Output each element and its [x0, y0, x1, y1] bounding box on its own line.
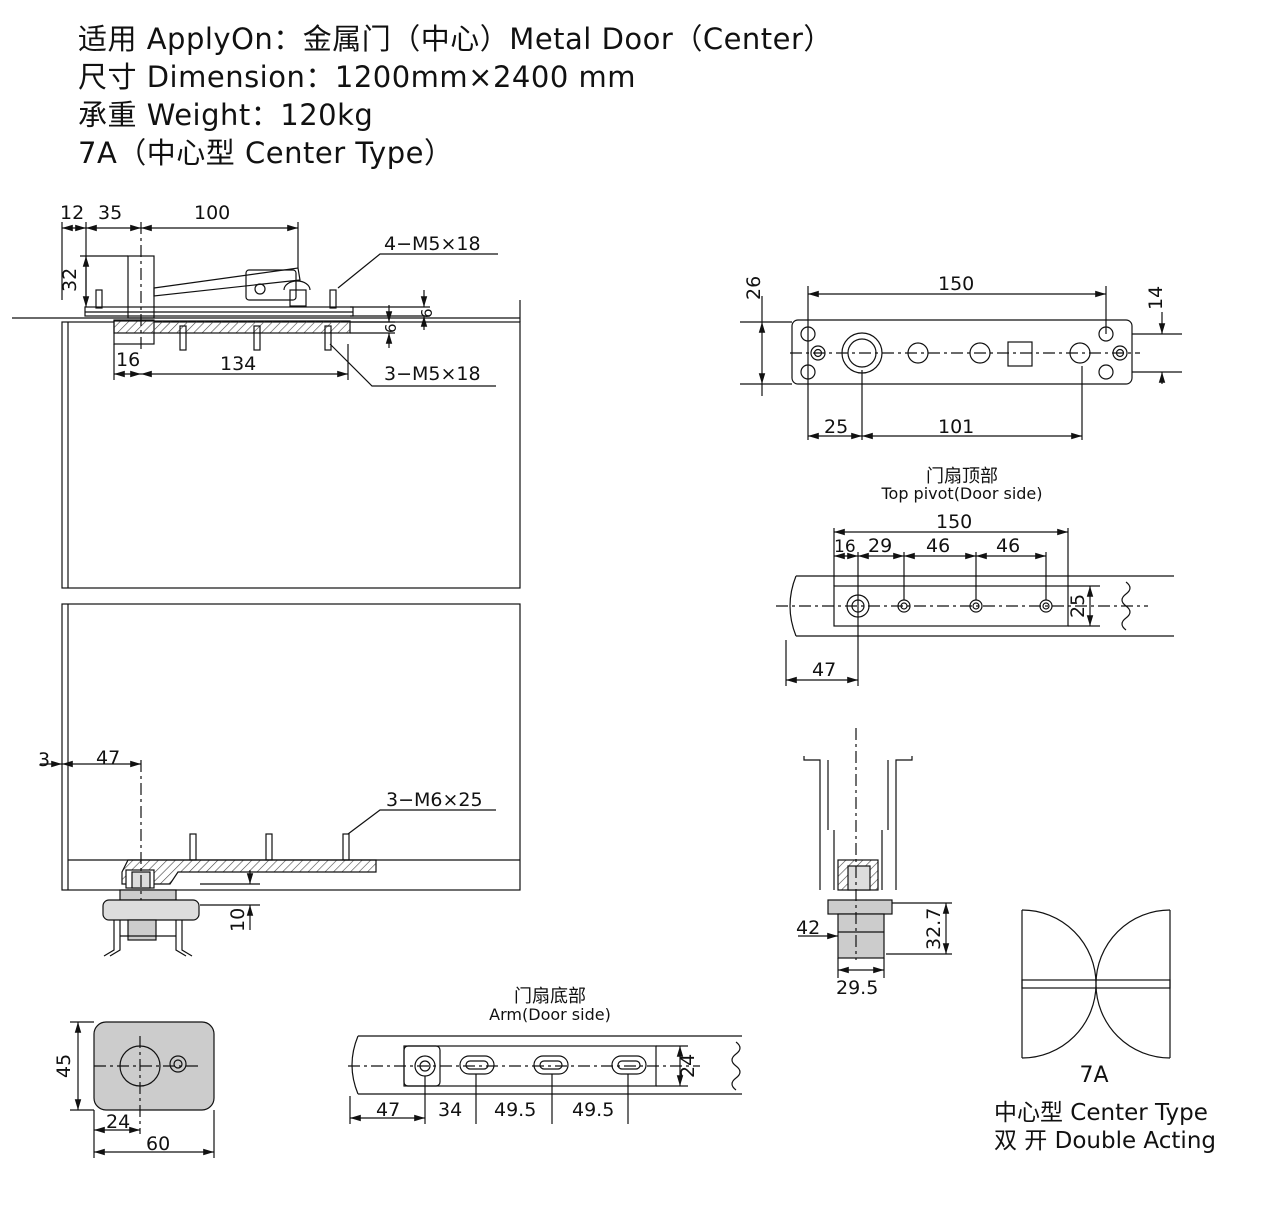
dim-6-upper: 6 — [418, 308, 436, 318]
dim-134: 134 — [220, 353, 256, 375]
dim-101: 101 — [938, 416, 974, 438]
dim-29: 29 — [868, 535, 892, 557]
dim-49-5-second: 49.5 — [572, 1099, 614, 1121]
type-line: 7A（中心型 Center Type） — [78, 136, 454, 170]
double-acting-label: 双 开 Double Acting — [994, 1128, 1216, 1154]
top-plate-plan-view — [740, 286, 1182, 440]
center-type-label: 中心型 Center Type — [994, 1100, 1208, 1126]
dim-10: 10 — [227, 908, 249, 932]
top-pivot-title-en: Top pivot(Door side) — [880, 484, 1042, 503]
weight-line: 承重 Weight：120kg — [78, 98, 374, 132]
dim-14: 14 — [1145, 286, 1167, 310]
top-pivot-side-view — [84, 222, 354, 351]
apply-on-line: 适用 ApplyOn：金属门（中心）Metal Door（Center） — [78, 22, 833, 56]
label-4-m5x18: 4−M5×18 — [384, 233, 481, 255]
dim-35: 35 — [98, 202, 122, 224]
dim-24-arm: 24 — [677, 1054, 699, 1078]
bottom-plate-plan-view — [70, 1021, 215, 1158]
dim-26: 26 — [743, 276, 765, 300]
arm-title-cn: 门扇底部 — [514, 986, 586, 1007]
dim-6-lower: 6 — [382, 323, 400, 333]
dim-24-plate: 24 — [106, 1111, 130, 1133]
top-pivot-door-side-view — [776, 528, 1174, 686]
arm-title-en: Arm(Door side) — [489, 1005, 611, 1024]
dim-45: 45 — [53, 1054, 75, 1078]
label-3-m6x25: 3−M6×25 — [386, 789, 483, 811]
dim-46-first: 46 — [926, 535, 950, 557]
dim-12: 12 — [60, 202, 84, 224]
dim-16: 16 — [116, 349, 140, 371]
bottom-arm-section-view — [798, 728, 952, 978]
dim-47-pivot: 47 — [812, 659, 836, 681]
dim-46-second: 46 — [996, 535, 1020, 557]
dim-29-5: 29.5 — [836, 977, 878, 999]
bottom-arm-side-view — [102, 760, 377, 957]
dim-150-plate: 150 — [938, 273, 974, 295]
dim-32: 32 — [59, 268, 81, 292]
dim-3: 3 — [38, 749, 50, 771]
dim-47-arm: 47 — [376, 1099, 400, 1121]
top-pivot-title-cn: 门扇顶部 — [926, 466, 998, 487]
dim-32-7: 32.7 — [923, 908, 945, 950]
dim-150-pivot: 150 — [936, 511, 972, 533]
dim-16-pivot: 16 — [834, 537, 856, 557]
door-elevation-drawing — [12, 222, 521, 957]
dimension-line: 尺寸 Dimension：1200mm×2400 mm — [78, 60, 636, 94]
dim-49-5-first: 49.5 — [494, 1099, 536, 1121]
dim-100: 100 — [194, 202, 230, 224]
model-label: 7A — [1079, 1063, 1108, 1088]
dim-42: 42 — [796, 917, 820, 939]
dim-47-door: 47 — [96, 747, 120, 769]
double-acting-swing-diagram — [1021, 909, 1171, 1059]
dim-60: 60 — [146, 1133, 170, 1155]
arm-door-side-view — [348, 1035, 742, 1124]
dim-25-pivot: 25 — [1067, 594, 1089, 618]
header-spec-block: 适用 ApplyOn：金属门（中心）Metal Door（Center） 尺寸 … — [78, 20, 833, 172]
label-3-m5x18: 3−M5×18 — [384, 363, 481, 385]
dim-34: 34 — [438, 1099, 462, 1121]
dim-25-plate: 25 — [824, 416, 848, 438]
